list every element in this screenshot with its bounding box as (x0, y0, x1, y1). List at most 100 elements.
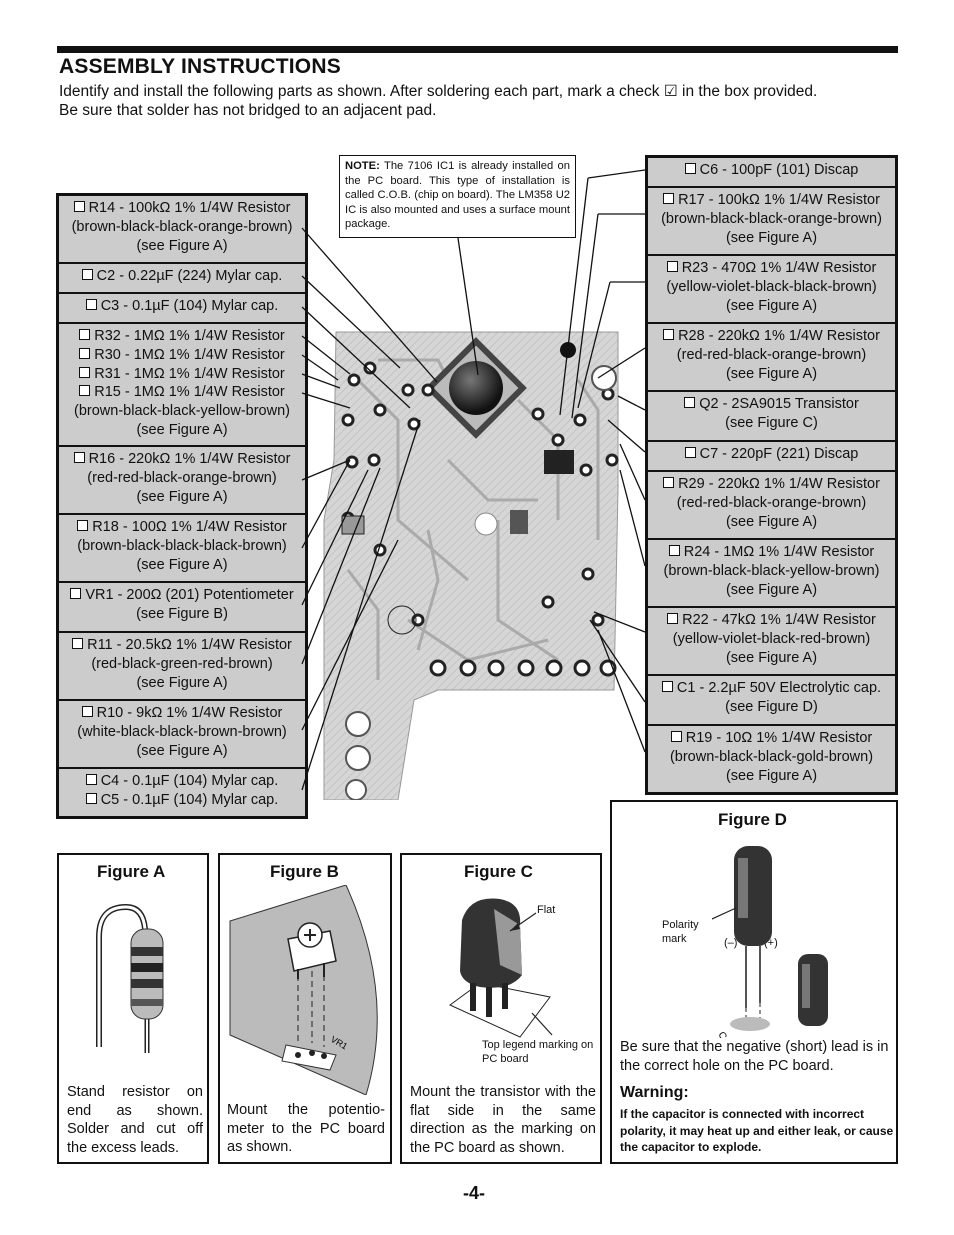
part-item: R11 - 20.5kΩ 1% 1/4W Resistor (red-black-… (59, 633, 305, 701)
figure-a-title: Figure A (97, 862, 166, 881)
checkbox[interactable] (663, 329, 675, 340)
part-line: (brown-black-black-orange-brown) (652, 210, 891, 229)
part-line-text: C3 - 0.1µF (104) Mylar cap. (100, 298, 279, 314)
part-item: Q2 - 2SA9015 Transistor(see Figure C) (648, 392, 895, 442)
figure-c-title: Figure C (464, 862, 533, 881)
part-item: R28 - 220kΩ 1% 1/4W Resistor (red-red-bla… (648, 324, 895, 392)
checkbox[interactable] (666, 261, 678, 272)
resistor-icon (96, 903, 164, 1053)
figure-d-neg-label: (–) (724, 937, 738, 949)
part-item: R19 - 10Ω 1% 1/4W Resistor(brown-black-b… (648, 726, 895, 792)
part-line: R14 - 100kΩ 1% 1/4W Resistor (63, 199, 301, 218)
intro-line-1: Identify and install the following parts… (59, 83, 818, 100)
checkbox[interactable] (77, 520, 89, 531)
checkbox[interactable] (661, 681, 673, 692)
u2-chip (544, 450, 574, 474)
part-line-text: (brown-black-black-gold-brown) (669, 748, 874, 765)
part-item: C2 - 0.22µF (224) Mylar cap. (59, 264, 305, 294)
part-line: R16 - 220kΩ 1% 1/4W Resistor (63, 450, 301, 469)
note-text: The 7106 IC1 is already installed on the… (345, 160, 570, 231)
part-item: R17 - 100kΩ 1% 1/4W Resistor (brown-black… (648, 188, 895, 256)
part-line-text: (red-red-black-orange-brown) (676, 346, 867, 363)
part-line-text: (brown-black-black-orange-brown) (71, 218, 293, 235)
checkbox[interactable] (670, 731, 682, 742)
checkbox[interactable] (663, 477, 675, 488)
part-line: C2 - 0.22µF (224) Mylar cap. (63, 267, 301, 286)
part-line-text: C4 - 0.1µF (104) Mylar cap. (100, 773, 279, 789)
part-line: (see Figure A) (652, 365, 891, 384)
note-box: NOTE: The 7106 IC1 is already installed … (339, 155, 576, 238)
part-line-text: R29 - 220kΩ 1% 1/4W Resistor (678, 476, 880, 492)
part-item: R22 - 47kΩ 1% 1/4W Resistor(yellow-viole… (648, 608, 895, 676)
checkbox[interactable] (85, 299, 97, 310)
checkbox[interactable] (81, 706, 93, 717)
part-line-text: R17 - 100kΩ 1% 1/4W Resistor (678, 192, 880, 208)
left-parts-list: R14 - 100kΩ 1% 1/4W Resistor(brown-black… (56, 193, 308, 819)
part-line-text: (see Figure A) (725, 365, 818, 382)
part-line-text: (see Figure A) (725, 767, 818, 784)
part-line-text: R32 - 1MΩ 1% 1/4W Resistor (94, 328, 285, 344)
checkbox[interactable] (81, 269, 93, 280)
part-line: R15 - 1MΩ 1% 1/4W Resistor (63, 383, 301, 402)
part-line-text: C5 - 0.1µF (104) Mylar cap. (100, 791, 279, 808)
intro-line-2: Be sure that solder has not bridged to a… (59, 102, 437, 119)
part-line-text: (red-red-black-orange-brown) (87, 469, 277, 486)
figure-a-text: Stand resistor on end as shown. Solder a… (67, 1084, 203, 1156)
figure-d-board-label: C1 (715, 1030, 731, 1038)
part-line: C6 - 100pF (101) Discap (652, 161, 891, 180)
part-item: C4 - 0.1µF (104) Mylar cap. C5 - 0.1µF (1… (59, 769, 305, 816)
checkbox[interactable] (667, 613, 679, 624)
part-line-text: C7 - 220pF (221) Discap (699, 446, 859, 462)
checkbox[interactable] (684, 397, 696, 408)
part-line-text: R28 - 220kΩ 1% 1/4W Resistor (678, 328, 880, 344)
checkbox[interactable] (79, 329, 91, 340)
figure-d-text: Be sure that the negative (short) lead i… (620, 1039, 889, 1074)
part-item: C3 - 0.1µF (104) Mylar cap. (59, 294, 305, 324)
part-line-text: R11 - 20.5kΩ 1% 1/4W Resistor (87, 637, 292, 653)
part-line: (see Figure A) (63, 421, 301, 440)
part-item: R29 - 220kΩ 1% 1/4W Resistor(red-red-bla… (648, 472, 895, 540)
part-line-text: (see Figure A) (136, 421, 228, 438)
part-line-text: (see Figure D) (725, 698, 818, 715)
checkbox[interactable] (73, 201, 85, 212)
checkbox[interactable] (668, 545, 680, 556)
part-line-text: (see Figure A) (136, 742, 228, 759)
part-line: C5 - 0.1µF (104) Mylar cap. (63, 791, 301, 810)
part-line-text: (see Figure A) (725, 513, 818, 530)
figure-c: Figure C Flat Top legend marking on PC b… (400, 853, 602, 1164)
part-line: (brown-black-black-yellow-brown) (652, 562, 891, 581)
figure-b: Figure B VR1 Mount the potentio-meter to… (218, 853, 392, 1164)
part-line: (see Figure B) (63, 605, 301, 624)
part-line: R11 - 20.5kΩ 1% 1/4W Resistor (63, 636, 301, 655)
part-item: VR1 - 200Ω (201) Potentiometer(see Figur… (59, 583, 305, 633)
part-line: (see Figure D) (652, 698, 891, 717)
checkbox[interactable] (73, 452, 85, 463)
part-line: (see Figure A) (63, 237, 301, 256)
part-line: (see Figure A) (652, 229, 891, 248)
checkbox[interactable] (684, 163, 696, 174)
part-line: (see Figure A) (63, 674, 301, 693)
part-line-text: (see Figure A) (725, 229, 818, 246)
checkbox[interactable] (79, 366, 91, 378)
part-line: (red-black-green-red-brown) (63, 655, 301, 674)
checkbox[interactable] (85, 792, 97, 804)
part-line-text: R10 - 9kΩ 1% 1/4W Resistor (96, 705, 283, 721)
checkbox[interactable] (79, 385, 91, 397)
checkbox[interactable] (70, 588, 82, 599)
checkbox[interactable] (85, 774, 97, 785)
part-item: R14 - 100kΩ 1% 1/4W Resistor(brown-black… (59, 196, 305, 264)
page-number: -4- (463, 1183, 485, 1203)
part-line: C7 - 220pF (221) Discap (652, 445, 891, 464)
figure-d-warning-title: Warning: (620, 1084, 689, 1101)
checkbox[interactable] (72, 638, 84, 649)
part-line: R23 - 470Ω 1% 1/4W Resistor (652, 259, 891, 278)
part-line: (see Figure A) (652, 581, 891, 600)
part-line-text: R31 - 1MΩ 1% 1/4W Resistor (94, 365, 285, 382)
part-item: C1 - 2.2µF 50V Electrolytic cap.(see Fig… (648, 676, 895, 726)
checkbox[interactable] (79, 347, 91, 359)
pc-board-photo (323, 331, 619, 800)
checkbox[interactable] (684, 447, 696, 458)
checkbox[interactable] (663, 193, 675, 204)
part-line: C4 - 0.1µF (104) Mylar cap. (63, 772, 301, 791)
